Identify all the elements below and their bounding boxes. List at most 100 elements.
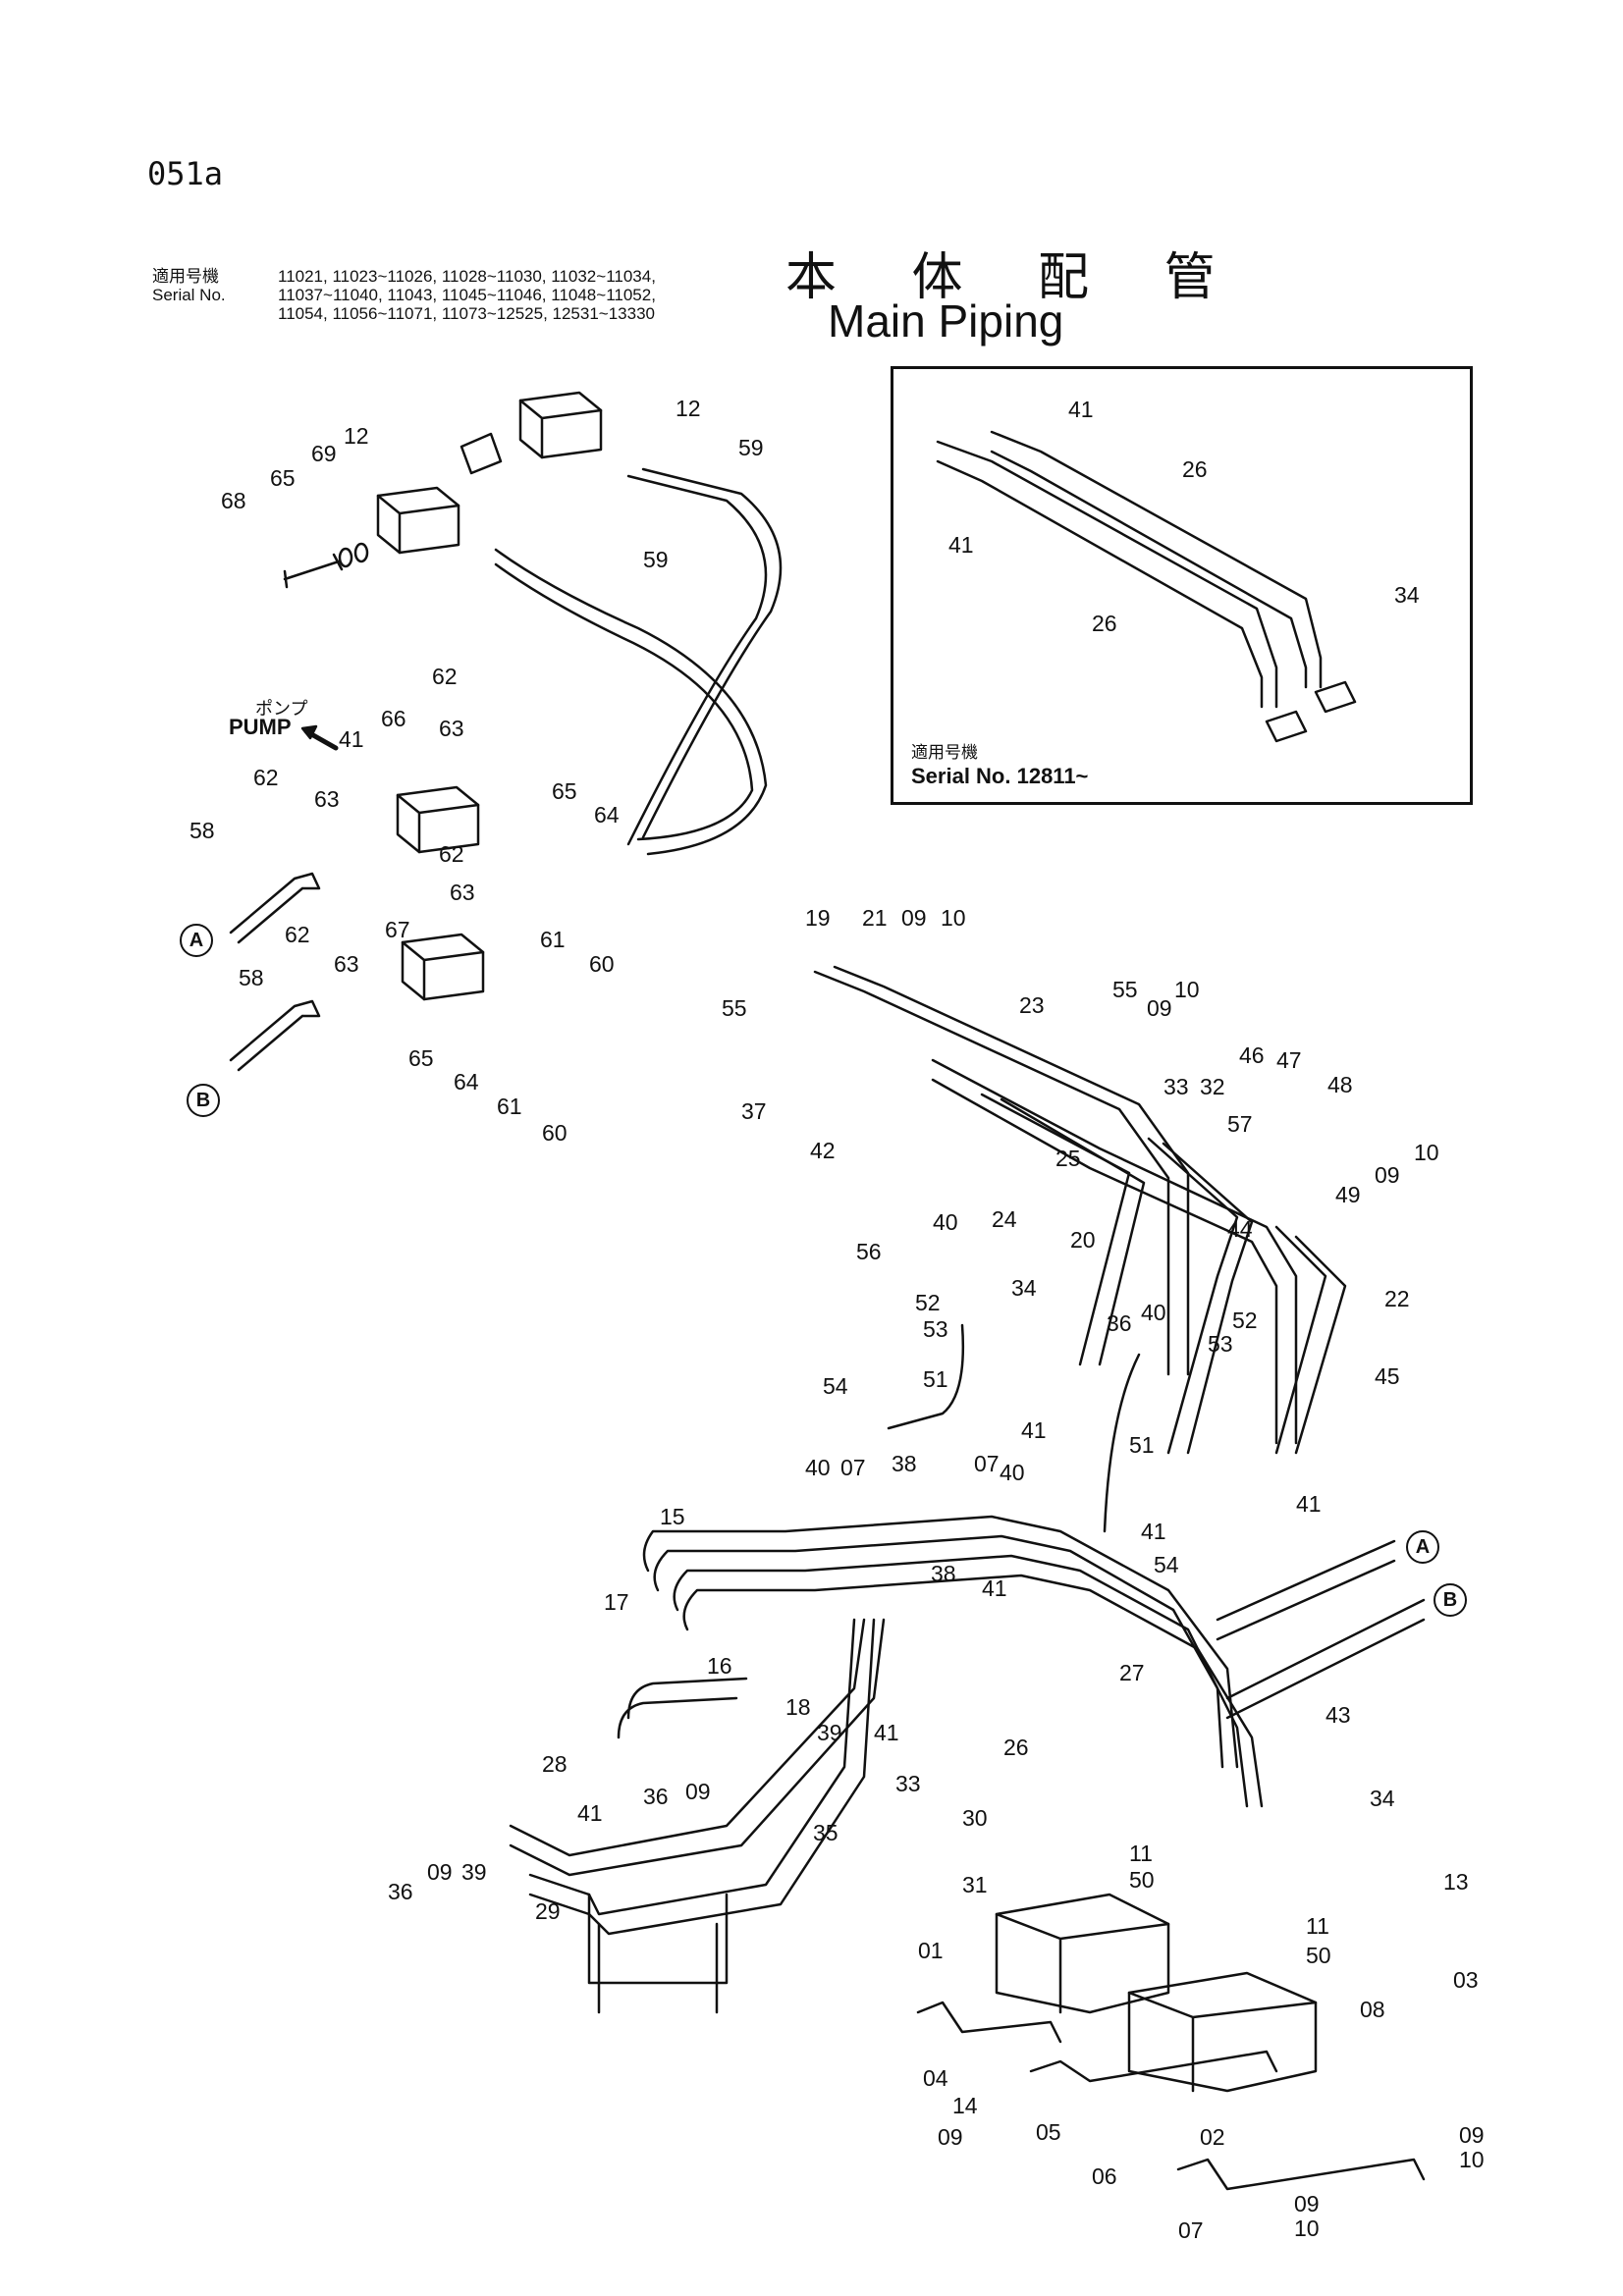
callout-42: 42 (810, 1138, 836, 1163)
callout-66: 66 (381, 706, 406, 731)
callout-63a: 63 (439, 716, 464, 741)
callout-36c: 36 (388, 1879, 413, 1904)
callout-10d: 10 (1459, 2147, 1485, 2172)
callout-08: 08 (1360, 1997, 1385, 2022)
serial-label-jp: 適用号機 (152, 267, 219, 286)
callout-40a: 40 (933, 1209, 958, 1235)
callout-62b: 62 (253, 765, 279, 790)
inset-callout-41a: 41 (1068, 397, 1094, 422)
callout-10c: 10 (1414, 1140, 1439, 1165)
callout-09g: 09 (1459, 2122, 1485, 2148)
callout-11a: 11 (1129, 1841, 1153, 1866)
callout-23: 23 (1019, 992, 1045, 1018)
callout-41f: 41 (982, 1575, 1007, 1601)
callout-68: 68 (221, 488, 246, 513)
callout-69: 69 (311, 441, 337, 466)
inset-callout-34: 34 (1394, 582, 1420, 608)
callout-05: 05 (1036, 2119, 1061, 2145)
callout-47: 47 (1276, 1047, 1302, 1073)
callout-34a: 34 (1011, 1275, 1037, 1301)
callout-64a: 64 (594, 802, 620, 828)
port-b-right: B (1434, 1583, 1467, 1617)
callout-39b: 39 (461, 1859, 487, 1885)
page-number: 051a (147, 155, 224, 192)
callout-10a: 10 (941, 905, 966, 931)
callout-09e: 09 (427, 1859, 453, 1885)
callout-22: 22 (1384, 1286, 1410, 1311)
callout-35: 35 (813, 1820, 839, 1845)
callout-56: 56 (856, 1239, 882, 1264)
callout-11b: 11 (1306, 1913, 1329, 1939)
inset-panel (891, 366, 1473, 805)
callout-41e: 41 (1141, 1519, 1166, 1544)
callout-62a: 62 (432, 664, 458, 689)
callout-58b: 58 (239, 965, 264, 990)
callout-64b: 64 (454, 1069, 479, 1095)
serial-line-2: 11037~11040, 11043, 11045~11046, 11048~1… (278, 286, 656, 304)
callout-10b: 10 (1174, 977, 1200, 1002)
callout-41c: 41 (1021, 1417, 1047, 1443)
callout-54a: 54 (823, 1373, 848, 1399)
callout-52a: 52 (915, 1290, 941, 1315)
callout-41h: 41 (577, 1800, 603, 1826)
callout-27: 27 (1119, 1660, 1145, 1685)
callout-12b: 12 (344, 423, 369, 449)
callout-45: 45 (1375, 1363, 1400, 1389)
callout-07b: 07 (974, 1451, 1000, 1476)
callout-65c: 65 (408, 1045, 434, 1071)
callout-18: 18 (785, 1694, 811, 1720)
callout-30: 30 (962, 1805, 988, 1831)
title-japanese: 本 体 配 管 (785, 248, 1245, 307)
callout-01: 01 (918, 1938, 944, 1963)
callout-09f: 09 (938, 2124, 963, 2150)
callout-32: 32 (1200, 1074, 1225, 1099)
callout-41d: 41 (1296, 1491, 1322, 1517)
inset-callout-41b: 41 (948, 532, 974, 558)
callout-55b: 55 (1112, 977, 1138, 1002)
callout-07a: 07 (840, 1455, 866, 1480)
callout-28: 28 (542, 1751, 568, 1777)
callout-09h: 09 (1294, 2191, 1320, 2216)
callout-41-pump: 41 (339, 726, 364, 752)
callout-44: 44 (1227, 1216, 1253, 1242)
inset-callout-26a: 26 (1182, 456, 1208, 482)
callout-39a: 39 (817, 1720, 842, 1745)
inset-serial-label-en: Serial No. 12811~ (911, 764, 1089, 788)
callout-61b: 61 (497, 1094, 522, 1119)
callout-59b: 59 (643, 547, 669, 572)
callout-36a: 36 (1107, 1310, 1132, 1336)
callout-03: 03 (1453, 1967, 1479, 1993)
callout-40b: 40 (1141, 1300, 1166, 1325)
callout-53b: 53 (1208, 1331, 1233, 1357)
callout-51a: 51 (923, 1366, 948, 1392)
inset-callout-26b: 26 (1092, 611, 1117, 636)
callout-60b: 60 (542, 1120, 568, 1146)
callout-40c: 40 (805, 1455, 831, 1480)
port-a-right: A (1406, 1530, 1439, 1564)
callout-19: 19 (805, 905, 831, 931)
callout-61a: 61 (540, 927, 566, 952)
callout-24: 24 (992, 1206, 1017, 1232)
callout-50a: 50 (1129, 1867, 1155, 1893)
callout-55a: 55 (722, 995, 747, 1021)
callout-04: 04 (923, 2065, 948, 2091)
callout-09d: 09 (685, 1779, 711, 1804)
callout-63d: 63 (334, 951, 359, 977)
callout-65a: 65 (270, 465, 296, 491)
callout-43: 43 (1325, 1702, 1351, 1728)
callout-09b: 09 (1147, 995, 1172, 1021)
callout-33b: 33 (895, 1771, 921, 1796)
inset-serial-label-jp: 適用号機 (911, 743, 978, 762)
callout-46: 46 (1239, 1042, 1265, 1068)
callout-34b: 34 (1370, 1786, 1395, 1811)
callout-09c: 09 (1375, 1162, 1400, 1188)
callout-02: 02 (1200, 2124, 1225, 2150)
callout-26: 26 (1003, 1735, 1029, 1760)
port-b-left: B (187, 1084, 220, 1117)
serial-line-1: 11021, 11023~11026, 11028~11030, 11032~1… (278, 267, 656, 286)
callout-63c: 63 (450, 880, 475, 905)
callout-63b: 63 (314, 786, 340, 812)
callout-50b: 50 (1306, 1943, 1331, 1968)
callout-59a: 59 (738, 435, 764, 460)
